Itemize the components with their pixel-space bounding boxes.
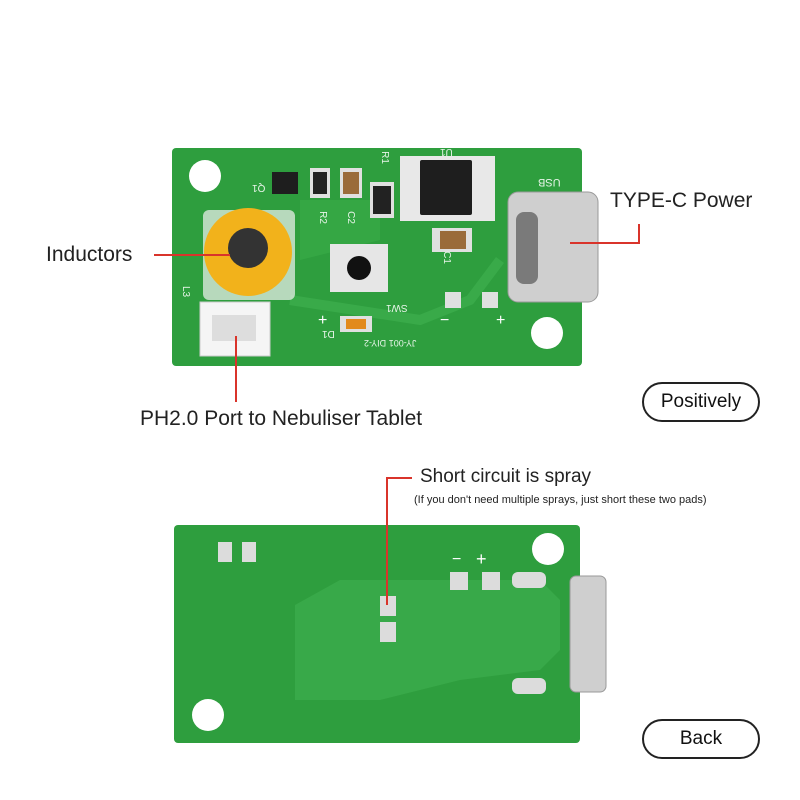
ph-port-label: PH2.0 Port to Nebuliser Tablet — [140, 407, 423, 430]
front-mount-hole-bottom-right — [531, 317, 563, 349]
transistor-q1-icon — [272, 172, 298, 194]
back-led-pad-1 — [218, 542, 232, 562]
silk-model: JY-001 DIY-2 — [364, 338, 417, 348]
silk-r2: R2 — [316, 211, 328, 224]
back-power-pad-plus — [482, 572, 500, 590]
short-circuit-leader-horizontal — [388, 477, 412, 479]
spray-short-pad-1 — [380, 596, 396, 616]
power-pad-minus — [445, 292, 461, 308]
silk-c2: C2 — [344, 211, 356, 224]
back-power-pad-minus — [450, 572, 468, 590]
silk-q1: Q1 — [252, 182, 266, 193]
silk-usb: USB — [538, 176, 561, 188]
silk-back-minus: − — [452, 551, 462, 568]
short-circuit-label: Short circuit is spray — [420, 466, 592, 487]
spray-short-pad-2 — [380, 622, 396, 642]
silk-back-plus: + — [476, 549, 487, 569]
switch-sw1-button — [347, 256, 371, 280]
ph-connector-slot — [212, 315, 256, 341]
type-c-leader-vertical — [638, 224, 640, 244]
type-c-leader-horizontal — [570, 242, 640, 244]
short-circuit-leader-vertical — [386, 477, 388, 605]
front-view-badge: Positively — [642, 382, 760, 422]
silk-front-minus: − — [440, 312, 450, 329]
silk-front-d1-plus: + — [318, 312, 328, 329]
silk-l3: L3 — [180, 285, 192, 298]
capacitor-c2-body — [343, 172, 359, 194]
back-usb-tab-2 — [512, 678, 546, 694]
back-usb-tab-1 — [512, 572, 546, 588]
silk-u1: U1 — [440, 146, 453, 157]
short-circuit-note: (If you don't need multiple sprays, just… — [414, 494, 707, 506]
inductors-leader-line — [154, 254, 230, 256]
silk-sw1: SW1 — [386, 302, 408, 313]
capacitor-c1-body — [440, 231, 466, 249]
back-led-pad-2 — [242, 542, 256, 562]
chip-u1-icon — [420, 160, 472, 215]
back-trace — [295, 580, 560, 700]
led-d1-body — [346, 319, 366, 329]
resistor-r2-body — [373, 186, 391, 214]
type-c-power-label: TYPE-C Power — [610, 189, 753, 212]
silk-c1: C1 — [440, 251, 452, 264]
resistor-r1-body — [313, 172, 327, 194]
power-pad-plus — [482, 292, 498, 308]
back-view-badge: Back — [642, 719, 760, 759]
silk-front-plus: + — [496, 312, 506, 329]
front-trace — [289, 257, 504, 326]
back-mount-hole-top-right — [532, 533, 564, 565]
back-mount-hole-bottom-left — [192, 699, 224, 731]
silk-r1: R1 — [378, 151, 390, 164]
ph-port-leader-line — [235, 336, 237, 402]
front-mount-hole-top-left — [189, 160, 221, 192]
inductors-label: Inductors — [46, 243, 133, 266]
usb-c-port-opening — [516, 212, 538, 284]
inductor-core-icon — [228, 228, 268, 268]
back-usb-c-shell-icon — [569, 575, 607, 693]
